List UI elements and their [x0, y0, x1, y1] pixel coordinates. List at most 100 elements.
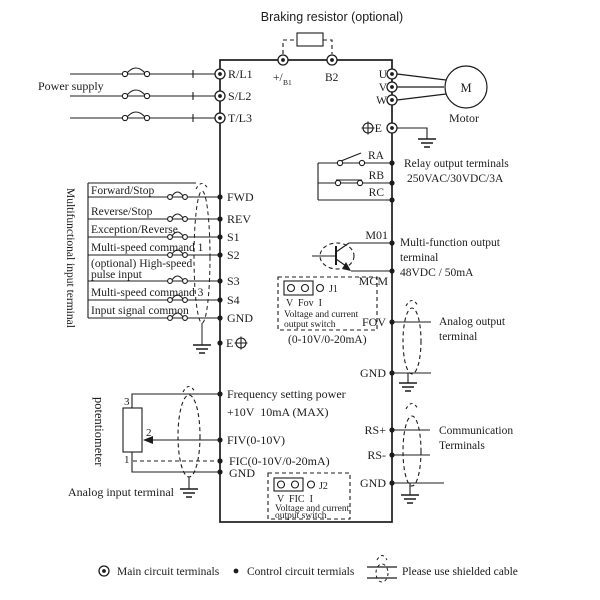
shield-cable-icon — [402, 415, 422, 487]
j2-desc-line1: Voltage and current — [275, 504, 350, 514]
legend-main-label: Main circuit terminals — [117, 566, 220, 578]
j2-positions-label: V FIC I — [277, 494, 313, 505]
comm-wiring — [392, 402, 444, 504]
terminal-rs-minus — [389, 452, 395, 458]
terminal-rc-label: RC — [369, 187, 385, 199]
terminal-t-l3-label: T/L3 — [228, 111, 252, 125]
mfo-desc-line3: 48VDC / 50mA — [400, 267, 474, 279]
terminal-r-l1-label: R/L1 — [228, 67, 253, 81]
terminal-ra-label: RA — [368, 150, 385, 162]
terminal-b2-label: B2 — [325, 72, 339, 84]
terminal-s-l2 — [214, 90, 226, 102]
terminal-rs-plus-label: RS+ — [365, 423, 387, 437]
terminal-v — [386, 81, 398, 93]
input-row-label-gnd: Input signal common — [91, 305, 189, 317]
input-row-label-s2: Multi-speed command 1 — [91, 242, 204, 254]
terminal-gnd-right2 — [389, 480, 395, 486]
input-row-label-s3-line2: pulse input — [91, 269, 143, 281]
braking-resistor-label: Braking resistor (optional) — [261, 10, 403, 24]
terminal-fov — [389, 319, 395, 325]
terminal-u — [386, 68, 398, 80]
terminal-v-label: V — [379, 82, 388, 94]
terminal-gnd-bottom-left-label: GND — [229, 466, 255, 480]
terminal-fov-label: FOV — [362, 315, 386, 329]
terminal-fwd-label: FWD — [227, 190, 254, 204]
legend — [98, 555, 397, 583]
terminal-10v — [217, 391, 223, 397]
comm-desc-line2: Terminals — [439, 440, 485, 452]
pot-pin2-label: 2 — [146, 427, 152, 439]
input-row-label-s1: Exception/Reverse — [91, 224, 178, 236]
multi-function-output — [312, 242, 392, 272]
terminal-s1-label: S1 — [227, 230, 240, 244]
terminal-s3 — [217, 278, 223, 284]
legend-shield-cable-icon — [367, 555, 397, 583]
input-wiring — [87, 182, 220, 321]
j1-desc-line1: Voltage and current — [284, 310, 359, 320]
legend-shield-label: Please use shielded cable — [402, 566, 518, 578]
terminal-rs-plus — [389, 427, 395, 433]
terminal-s1 — [217, 234, 223, 240]
terminal-s4-label: S4 — [227, 293, 240, 307]
input-group-label: Multifunctional input terminal — [64, 188, 76, 328]
earth-left-symbol-icon — [234, 336, 248, 350]
relay-desc-line1: Relay output terminals — [404, 158, 509, 170]
terminal-m01-label: M01 — [365, 228, 388, 242]
mfo-desc-line2: terminal — [400, 252, 438, 264]
main-circuit-terminals — [214, 54, 398, 134]
terminal-w-label: W — [376, 95, 387, 107]
terminal-s-l2-label: S/L2 — [228, 89, 251, 103]
legend-main-terminal-icon — [98, 565, 110, 577]
terminal-e-right-label: E — [375, 121, 382, 135]
terminal-fic-label: FIC(0-10V/0-20mA) — [229, 454, 330, 468]
terminal-u-label: U — [379, 69, 388, 81]
terminal-gnd-analog — [217, 469, 223, 475]
pot-pin1-label: 1 — [124, 454, 130, 466]
motor-label: Motor — [449, 111, 479, 125]
terminal-gnd-input — [217, 315, 223, 321]
terminal-fwd — [217, 194, 223, 200]
terminal-gnd-right1-label: GND — [360, 366, 386, 380]
terminal-gnd-right1 — [389, 370, 395, 376]
mfo-desc-line1: Multi-function output — [400, 237, 501, 249]
wiper-arrow-icon — [143, 436, 153, 444]
terminal-rb-label: RB — [369, 170, 385, 182]
power-supply-label: Power supply — [38, 79, 104, 93]
shield-cable-icon — [177, 394, 201, 478]
analog-input-section-label: Analog input terminal — [68, 485, 175, 499]
input-row-label-fwd: Forward/Stop — [91, 185, 155, 197]
terminal-r-l1 — [214, 68, 226, 80]
legend-control-terminal-icon — [233, 568, 239, 574]
terminal-gnd-right2-label: GND — [360, 476, 386, 490]
analog-output-wiring — [392, 299, 431, 392]
terminal-s2 — [217, 252, 223, 258]
terminal-e-left — [217, 340, 223, 346]
j2-switch-box — [267, 472, 351, 520]
terminal-s4 — [217, 297, 223, 303]
terminal-mcm — [389, 268, 395, 274]
terminal-rev — [217, 216, 223, 222]
terminal-w — [386, 94, 398, 106]
j1-range-label: (0-10V/0-20mA) — [288, 334, 367, 346]
legend-control-label: Control circuit termials — [247, 566, 355, 578]
terminal-e-right — [386, 122, 398, 134]
shield-cable-icon — [402, 307, 422, 375]
j2-desc-line2: output switch — [275, 511, 327, 521]
terminal-fiv — [217, 437, 223, 443]
analog-output-desc-line1: Analog output — [439, 316, 506, 328]
terminal-ra — [389, 160, 395, 166]
terminal-s3-label: S3 — [227, 274, 240, 288]
comm-desc-line1: Communication — [439, 425, 513, 437]
j1-name-label: J1 — [329, 284, 338, 295]
terminal-b1-sub-label: B1 — [283, 78, 292, 87]
j1-positions-label: V Fov I — [286, 298, 322, 309]
terminal-e-left-label: E — [226, 336, 233, 350]
motor-wiring — [396, 65, 488, 109]
input-row-label-rev: Reverse/Stop — [91, 206, 153, 218]
potentiometer-wiring — [122, 385, 220, 498]
terminal-b1-label: +/ — [273, 72, 283, 84]
braking-resistor — [282, 32, 333, 54]
inverter-outline — [219, 59, 393, 523]
freq-power-line1: Frequency setting power — [227, 387, 346, 401]
terminal-fic — [217, 458, 223, 464]
